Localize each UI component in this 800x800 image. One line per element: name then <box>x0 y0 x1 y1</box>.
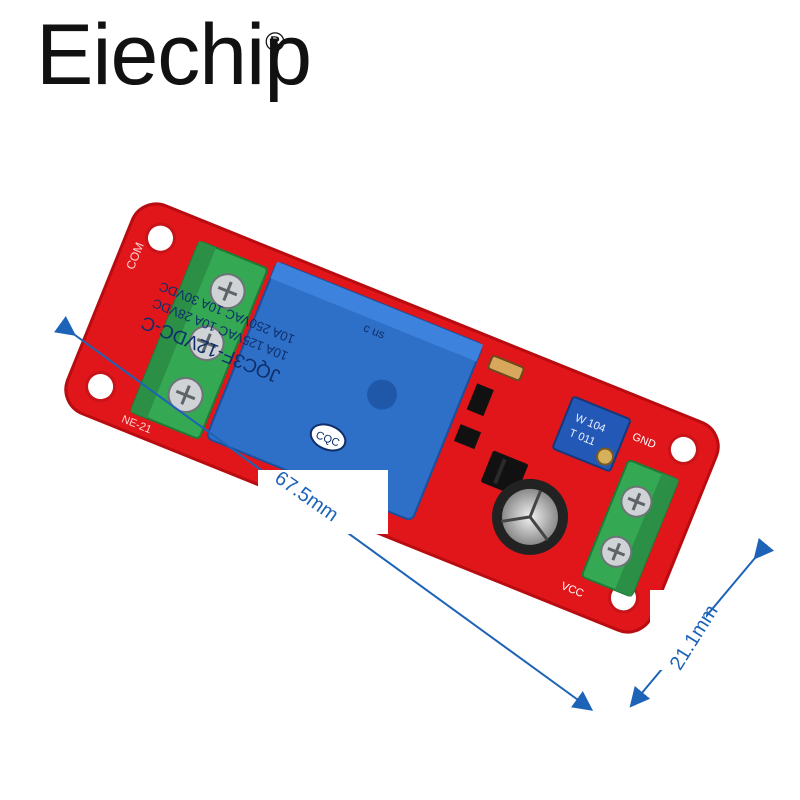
registered-mark: ® <box>262 28 288 58</box>
mount-hole <box>667 433 699 465</box>
mount-hole <box>145 222 177 254</box>
pcb-board: CQC 10A 250VAC 10A 30VDC 10A 125VAC 10A … <box>64 202 720 634</box>
brand-logo: Eiechip <box>36 7 312 103</box>
